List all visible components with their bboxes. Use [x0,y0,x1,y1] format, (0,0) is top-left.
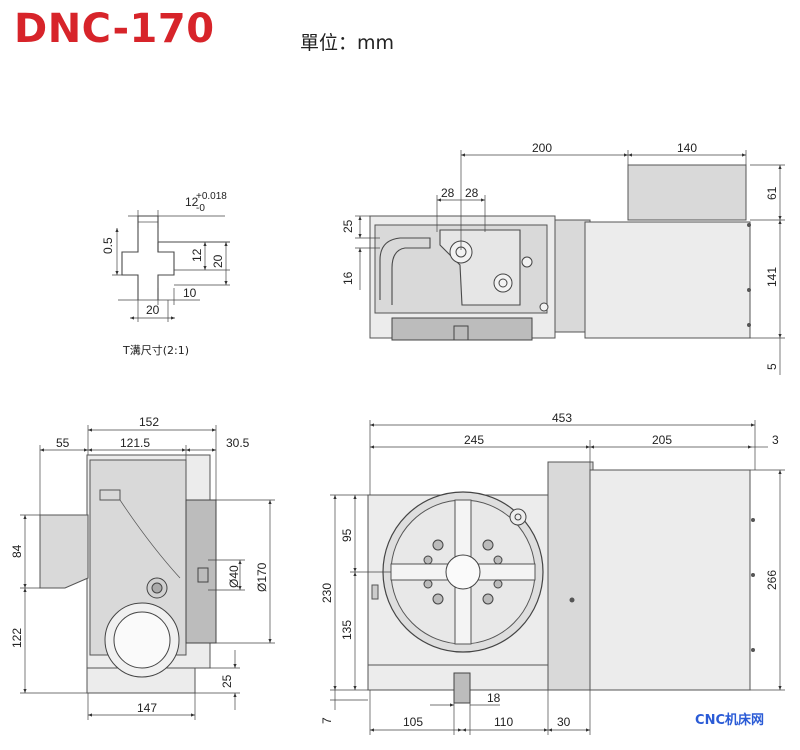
top-view: 453 245 205 3 230 95 135 266 18 7 105 11… [320,411,785,735]
front-dim-122: 122 [10,628,24,648]
top-dim-135: 135 [340,620,354,640]
top-dim-95: 95 [340,528,354,542]
top-dim-453: 453 [552,411,572,425]
side-dim-140: 140 [677,141,697,155]
top-dim-7: 7 [320,717,334,724]
slot-dim-05: 0.5 [101,237,115,254]
front-dim-40: Ø40 [227,565,241,588]
model-title: DNC-170 [14,6,215,52]
side-dim-5: 5 [765,363,779,370]
side-dim-61: 61 [765,186,779,200]
front-dim-305: 30.5 [226,436,250,450]
side-dim-28a: 28 [441,186,455,200]
slot-caption: T溝尺寸(2:1) [122,343,189,357]
top-dim-18: 18 [487,691,501,705]
front-dim-84: 84 [10,544,24,558]
front-dim-25: 25 [220,674,234,688]
front-view: 152 55 121.5 30.5 84 122 Ø40 Ø170 25 147 [10,415,275,720]
side-dim-16: 16 [341,271,355,285]
side-dim-200: 200 [532,141,552,155]
front-dim-152: 152 [139,415,159,429]
top-dim-205: 205 [652,433,672,447]
slot-dim-20-v: 20 [211,254,225,268]
front-dim-1215: 121.5 [120,436,150,450]
slot-dim-10: 10 [183,286,197,300]
top-dim-110: 110 [494,715,513,729]
slot-tol-upper: +0.018 [196,191,227,202]
slot-dim-20-h: 20 [146,303,160,317]
slot-tol-lower: -0 [196,203,205,214]
side-dim-141: 141 [765,267,779,287]
top-dim-230: 230 [320,583,334,603]
front-dim-55: 55 [56,436,70,450]
top-dim-105: 105 [403,715,423,729]
front-dim-147: 147 [137,701,157,715]
top-dim-3: 3 [772,433,779,447]
watermark: CNC机床网 [695,713,764,728]
unit-label: 單位：mm [300,32,395,54]
top-dim-245: 245 [464,433,484,447]
t-slot-detail: 12 +0.018 -0 0.5 12 20 10 20 T溝尺寸(2:1) [101,191,230,357]
front-dim-170: Ø170 [255,562,269,592]
side-dim-28b: 28 [465,186,479,200]
top-dim-30: 30 [557,715,571,729]
top-dim-266: 266 [765,570,779,590]
side-view: 200 140 28 28 25 16 61 141 5 [341,141,785,375]
side-dim-25: 25 [341,219,355,233]
slot-dim-12: 12 [190,248,204,262]
slot-dim-width: 12 [185,195,199,209]
